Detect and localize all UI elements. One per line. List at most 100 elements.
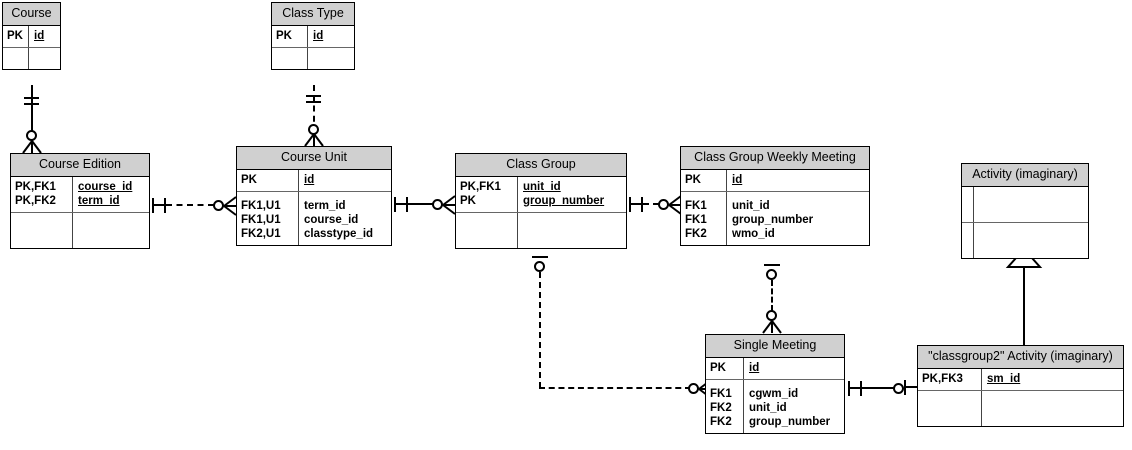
key-column: PK,FK1 PK,FK2 <box>11 176 73 212</box>
attr-column <box>974 187 1088 222</box>
entity-title: Class Group Weekly Meeting <box>681 147 869 170</box>
key-column: PK <box>237 169 299 191</box>
crowsfoot-many-single-meeting-top <box>762 320 782 334</box>
cardinality-zero-circle-course-unit-left <box>213 200 224 211</box>
key-column: FK1,U1 FK1,U1 FK2,U1 <box>237 191 299 245</box>
entity-title: "classgroup2" Activity (imaginary) <box>918 346 1123 369</box>
entity-title: Activity (imaginary) <box>962 164 1088 187</box>
attr-column: unit_id group_number <box>523 180 605 207</box>
entity-title: Single Meeting <box>706 335 844 358</box>
key-column: PK <box>681 169 727 191</box>
entity-key-section: PK id <box>706 357 844 379</box>
connector-class-group-to-cgwm-line <box>643 203 659 205</box>
cardinality-one-mandatory-course-edition-right <box>152 198 166 213</box>
entity-classgroup2-activity-imaginary[interactable]: "classgroup2" Activity (imaginary) PK,FK… <box>917 345 1124 427</box>
entity-single-meeting[interactable]: Single Meeting PK id FK1 FK2 FK2 cgwm_id… <box>705 334 845 434</box>
key-column: PK,FK3 <box>918 368 982 390</box>
connector-class-type-to-course-unit-line <box>313 85 315 132</box>
entity-class-type[interactable]: Class Type PK id <box>271 2 355 70</box>
key-column <box>3 47 29 69</box>
attr-column <box>308 48 354 69</box>
attr-column: id <box>732 173 743 186</box>
connector-course-unit-to-class-group-line <box>406 203 433 205</box>
entity-key-section <box>962 186 1088 222</box>
entity-attr-section <box>962 221 1088 258</box>
entity-key-section: PK,FK1 PK unit_id group_number <box>456 176 626 212</box>
key-column: FK1 FK1 FK2 <box>681 191 727 245</box>
entity-attr-section <box>272 46 354 69</box>
entity-key-section: PK,FK1 PK,FK2 course_id term_id <box>11 176 149 212</box>
entity-class-group[interactable]: Class Group PK,FK1 PK unit_id group_numb… <box>455 153 627 249</box>
key-column: PK <box>3 25 29 47</box>
cardinality-one-mandatory-class-group-bottom <box>532 256 548 258</box>
cardinality-one-mandatory-course-unit-right <box>394 197 408 212</box>
attr-column <box>982 391 1123 426</box>
cardinality-zero-circle-class-group-bottom <box>534 261 545 272</box>
entity-attr-section <box>918 389 1123 426</box>
attr-column: term_id course_id classtype_id <box>304 199 374 240</box>
entity-course[interactable]: Course PK id <box>2 2 61 70</box>
attr-column: id <box>313 29 324 42</box>
crowsfoot-many-class-group-left <box>442 195 456 215</box>
cardinality-one-mandatory-cgwm-bottom <box>764 264 780 266</box>
entity-title: Class Group <box>456 154 626 177</box>
key-column: PK <box>272 25 308 47</box>
entity-attr-section <box>11 211 149 248</box>
connector-course-to-course-edition-line <box>31 85 33 143</box>
entity-key-section: PK id <box>272 25 354 47</box>
key-column: PK,FK1 PK <box>456 176 518 212</box>
key-column <box>962 222 974 258</box>
attr-column <box>974 223 1088 258</box>
crowsfoot-many-course-edition <box>22 140 42 154</box>
cardinality-zero-circle-single-meeting-left <box>688 383 699 394</box>
cardinality-one-bar-classgroup2-left <box>904 380 918 395</box>
entity-attr-section: FK1 FK2 FK2 cgwm_id unit_id group_number <box>706 378 844 433</box>
attr-column <box>518 213 626 248</box>
cardinality-one-mandatory-course <box>24 97 39 105</box>
entity-attr-section <box>3 46 60 69</box>
entity-title: Course <box>3 3 60 26</box>
entity-key-section: PK id <box>3 25 60 47</box>
entity-title: Course Unit <box>237 147 391 170</box>
entity-course-edition[interactable]: Course Edition PK,FK1 PK,FK2 course_id t… <box>10 153 150 249</box>
key-column <box>11 212 73 248</box>
entity-key-section: PK,FK3 sm_id <box>918 368 1123 390</box>
entity-activity-imaginary[interactable]: Activity (imaginary) <box>961 163 1089 259</box>
attr-column: unit_id group_number wmo_id <box>732 199 814 240</box>
entity-attr-section: FK1,U1 FK1,U1 FK2,U1 term_id course_id c… <box>237 190 391 245</box>
crowsfoot-many-course-unit-left <box>223 196 237 216</box>
cardinality-zero-circle-cgwm-bottom <box>766 269 777 280</box>
crowsfoot-many-cgwm-left <box>668 195 682 215</box>
cardinality-one-mandatory-class-type <box>306 95 321 103</box>
entity-key-section: PK id <box>681 169 869 191</box>
cardinality-zero-circle-classgroup2-left <box>893 383 904 394</box>
cardinality-zero-circle-single-meeting-top <box>766 310 777 321</box>
entity-key-section: PK id <box>237 169 391 191</box>
key-column <box>456 212 518 248</box>
connector-class-group-to-single-meeting-horizontal <box>539 387 691 389</box>
key-column: PK <box>706 357 744 379</box>
key-column <box>962 186 974 222</box>
entity-attr-section: FK1 FK1 FK2 unit_id group_number wmo_id <box>681 190 869 245</box>
cardinality-one-mandatory-class-group-right <box>629 197 643 212</box>
cardinality-zero-circle-course-edition <box>26 130 37 141</box>
cardinality-one-mandatory-single-meeting-right <box>848 381 862 396</box>
attr-column <box>29 48 60 69</box>
attr-column: id <box>304 173 315 186</box>
connector-course-edition-to-course-unit-line <box>166 204 214 206</box>
key-column: FK1 FK2 FK2 <box>706 379 744 433</box>
attr-column <box>73 213 149 248</box>
connector-cgwm-to-single-meeting-line <box>771 280 773 311</box>
attr-column: sm_id <box>987 372 1021 385</box>
attr-column: course_id term_id <box>78 180 133 207</box>
connector-single-meeting-to-classgroup2-line <box>860 387 894 389</box>
connector-class-group-to-single-meeting-vertical <box>539 272 541 388</box>
connector-inheritance-line <box>1023 266 1025 346</box>
entity-course-unit[interactable]: Course Unit PK id FK1,U1 FK1,U1 FK2,U1 t… <box>236 146 392 246</box>
entity-title: Course Edition <box>11 154 149 177</box>
attr-column: id <box>34 29 45 42</box>
entity-class-group-weekly-meeting[interactable]: Class Group Weekly Meeting PK id FK1 FK1… <box>680 146 870 246</box>
attr-column: cgwm_id unit_id group_number <box>749 387 831 428</box>
crowsfoot-many-course-unit-top <box>304 133 324 147</box>
